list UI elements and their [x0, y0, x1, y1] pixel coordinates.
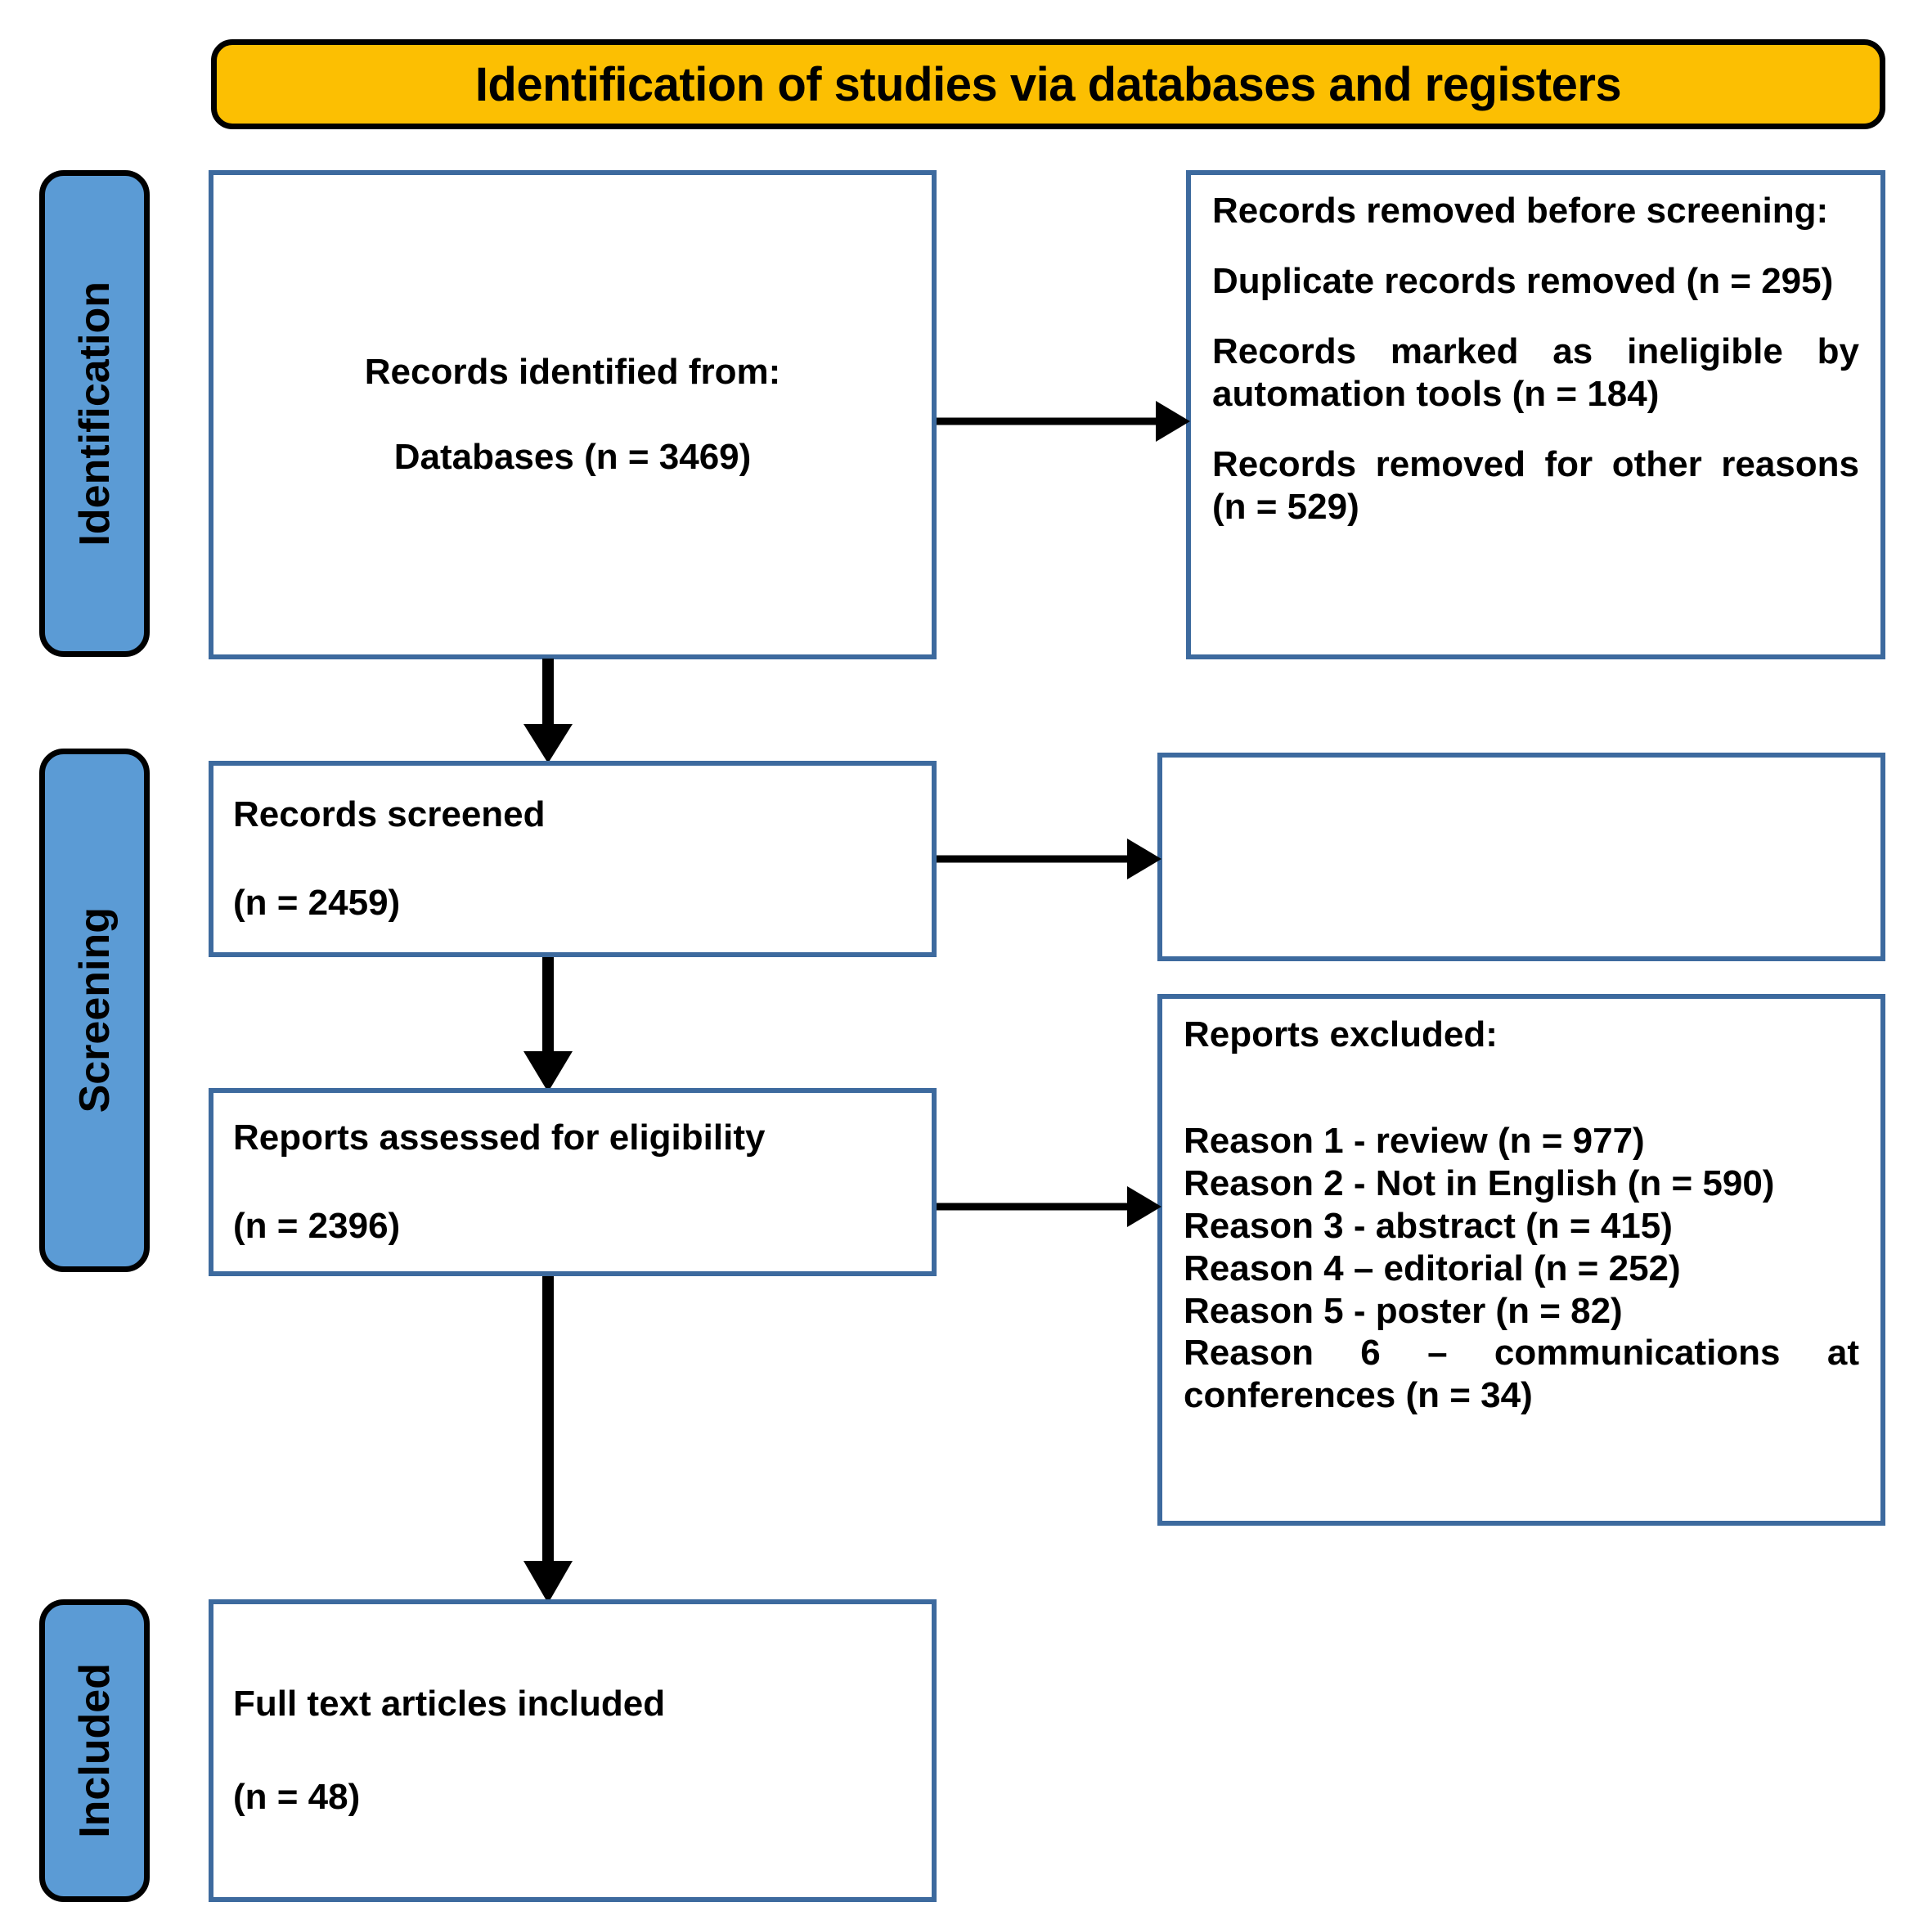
records-screened-count: (n = 2459) — [233, 883, 401, 923]
diagram-title-text: Identification of studies via databases … — [474, 57, 1622, 111]
reason-item: Reason 6 – communications at conferences… — [1184, 1333, 1859, 1416]
reason-item: Reason 4 – editorial (n = 252) — [1184, 1248, 1681, 1288]
reason-item: Reason 1 - review (n = 977) — [1184, 1120, 1645, 1161]
records-screened-label: Records screened — [233, 794, 546, 835]
stage-label-identification-text: Identification — [70, 281, 119, 546]
reports-excluded-heading: Reports excluded: — [1184, 1014, 1498, 1054]
box-records-screened: Records screened (n = 2459) — [209, 761, 937, 957]
records-removed-duplicates: Duplicate records removed (n = 295) — [1212, 260, 1834, 301]
arrow-assessed-to-included — [515, 1276, 581, 1603]
box-records-removed: Records removed before screening: Duplic… — [1186, 170, 1885, 659]
box-full-text-included: Full text articles included (n = 48) — [209, 1599, 937, 1902]
box-reports-assessed: Reports assessed for eligibility (n = 23… — [209, 1088, 937, 1276]
stage-label-included: Included — [39, 1599, 150, 1902]
stage-label-included-text: Included — [70, 1663, 119, 1838]
box-records-excluded-empty — [1157, 753, 1885, 961]
records-identified-heading: Records identified from: — [364, 352, 781, 393]
reports-assessed-label: Reports assessed for eligibility — [233, 1117, 766, 1158]
full-text-included-count: (n = 48) — [233, 1777, 361, 1817]
records-removed-other: Records removed for other reasons (n = 5… — [1212, 443, 1859, 527]
arrow-assessed-to-excluded — [937, 1178, 1161, 1235]
records-identified-databases: Databases (n = 3469) — [393, 437, 752, 477]
records-removed-automation: Records marked as ineligible by automati… — [1212, 330, 1859, 414]
reports-assessed-count: (n = 2396) — [233, 1206, 401, 1246]
reason-item: Reason 5 - poster (n = 82) — [1184, 1290, 1623, 1331]
diagram-title-banner: Identification of studies via databases … — [211, 39, 1885, 129]
arrow-screened-to-assessed — [515, 957, 581, 1092]
stage-label-identification: Identification — [39, 170, 150, 657]
stage-label-screening: Screening — [39, 749, 150, 1272]
arrow-identified-to-removed — [937, 393, 1190, 450]
box-records-identified: Records identified from: Databases (n = … — [209, 170, 937, 659]
stage-label-screening-text: Screening — [70, 907, 119, 1113]
reason-item: Reason 2 - Not in English (n = 590) — [1184, 1162, 1775, 1203]
reports-excluded-reason-list: Reason 1 - review (n = 977) Reason 2 - N… — [1184, 1120, 1859, 1417]
arrow-screened-to-excluded — [937, 830, 1161, 888]
full-text-included-label: Full text articles included — [233, 1684, 666, 1724]
reason-item: Reason 3 - abstract (n = 415) — [1184, 1205, 1673, 1246]
box-reports-excluded: Reports excluded: Reason 1 - review (n =… — [1157, 994, 1885, 1526]
records-removed-heading: Records removed before screening: — [1212, 191, 1829, 231]
arrow-identified-to-screened — [515, 659, 581, 763]
